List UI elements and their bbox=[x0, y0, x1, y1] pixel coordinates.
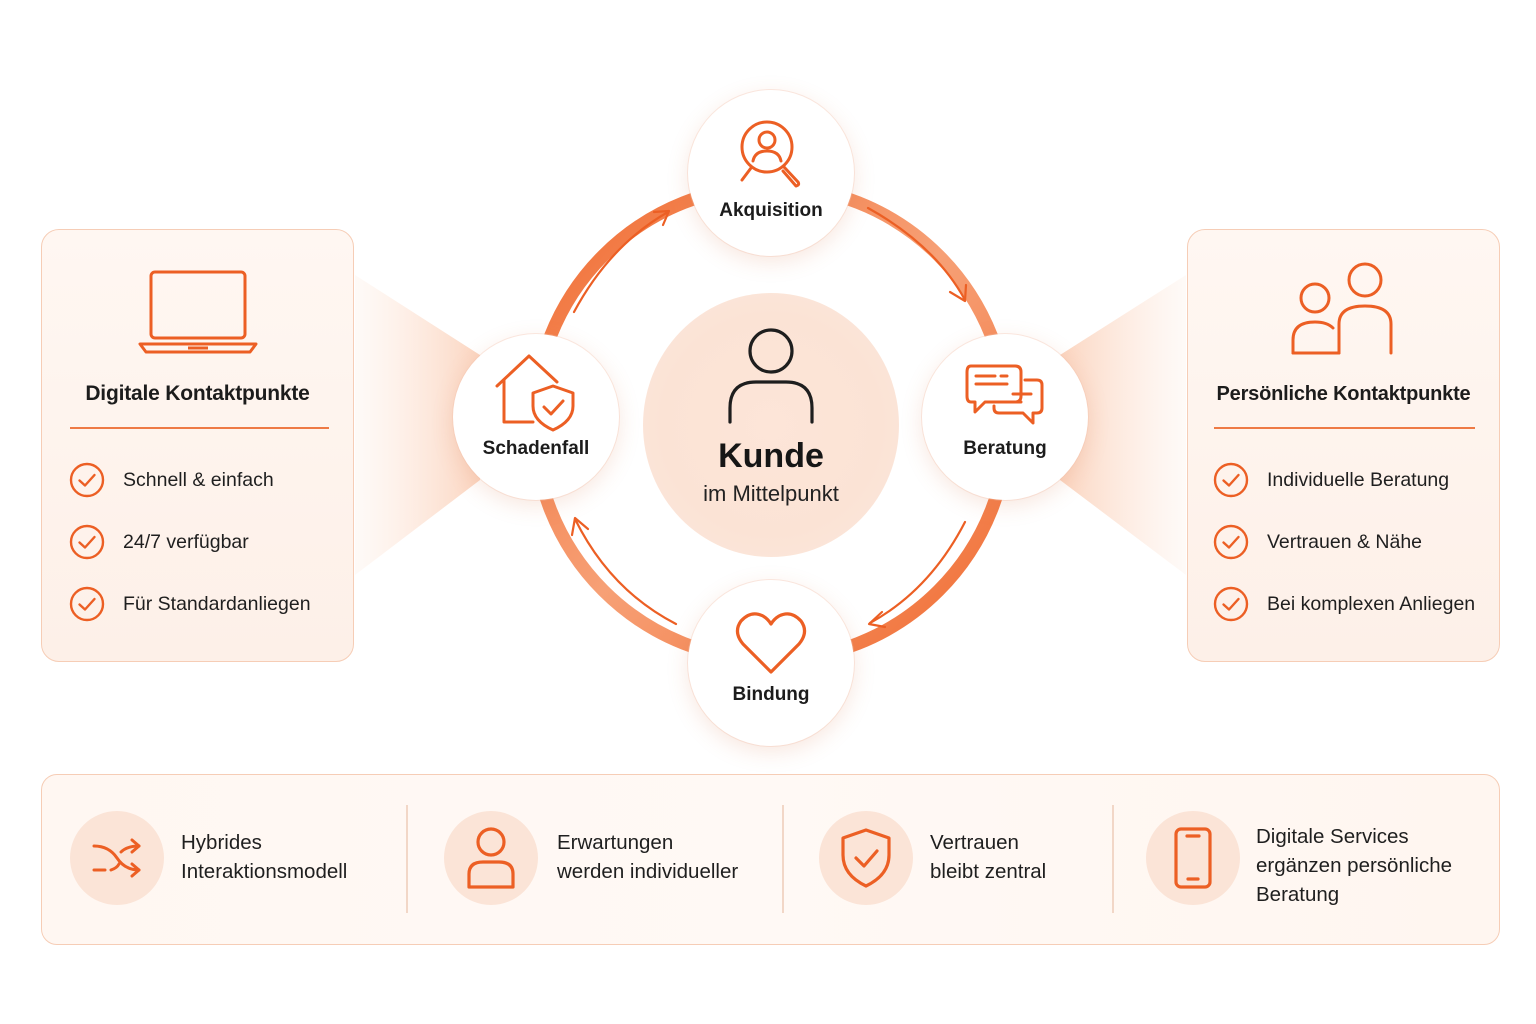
feature-digital-services: Digitale Services ergänzen persönliche B… bbox=[1113, 775, 1499, 946]
panel-title: Persönliche Kontaktpunkte bbox=[1216, 383, 1471, 405]
customer-center-circle bbox=[643, 293, 899, 557]
feature-hybrid: Hybrides Interaktionsmodell bbox=[42, 775, 407, 946]
panel-divider bbox=[70, 427, 329, 429]
feature-icon-circle bbox=[1146, 811, 1240, 905]
separator bbox=[1112, 805, 1114, 913]
check-circle-icon bbox=[69, 586, 105, 622]
list-item-label: Für Standardanliegen bbox=[123, 592, 311, 615]
list-item-label: Bei komplexen Anliegen bbox=[1267, 592, 1476, 615]
list-item: 24/7 verfügbar bbox=[69, 524, 249, 560]
list-item-label: Individuelle Beratung bbox=[1267, 468, 1450, 491]
feature-line: Erwartungen bbox=[557, 831, 674, 854]
feature-expectations: Erwartungen werden individueller bbox=[407, 775, 782, 946]
check-circle-icon bbox=[69, 524, 105, 560]
panel-title: Digitale Kontaktpunkte bbox=[85, 382, 310, 405]
feature-line: Beratung bbox=[1256, 883, 1340, 906]
node-label: Beratung bbox=[963, 438, 1047, 459]
check-circle-icon bbox=[1213, 462, 1249, 498]
feature-icon-circle bbox=[819, 811, 913, 905]
check-circle-icon bbox=[1213, 524, 1249, 560]
node-label: Bindung bbox=[732, 684, 810, 705]
feature-line: bleibt zentral bbox=[930, 860, 1047, 883]
list-item: Individuelle Beratung bbox=[1213, 462, 1449, 498]
feature-text: Hybrides Interaktionsmodell bbox=[181, 828, 347, 886]
arrow-akquisition-to-beratung bbox=[866, 206, 967, 302]
feature-text: Vertrauen bleibt zentral bbox=[930, 828, 1046, 886]
personal-touchpoints-panel: Persönliche Kontaktpunkte Individuelle B… bbox=[1187, 229, 1500, 662]
list-item-label: Vertrauen & Nähe bbox=[1267, 530, 1423, 553]
digital-touchpoints-panel: Digitale Kontaktpunkte Schnell & einfach… bbox=[41, 229, 354, 662]
node-label: Schadenfall bbox=[482, 438, 590, 459]
list-item: Bei komplexen Anliegen bbox=[1213, 586, 1475, 622]
node-beratung: Beratung bbox=[922, 334, 1088, 500]
node-bindung: Bindung bbox=[688, 580, 854, 746]
feature-line: ergänzen persönliche bbox=[1256, 854, 1453, 877]
node-akquisition: Akquisition bbox=[688, 90, 854, 256]
list-item-label: 24/7 verfügbar bbox=[123, 530, 249, 553]
arrow-schadenfall-to-akquisition bbox=[572, 210, 670, 314]
person-search-icon bbox=[740, 120, 801, 188]
people-icon bbox=[1291, 262, 1392, 355]
feature-trust: Vertrauen bleibt zentral bbox=[783, 775, 1113, 946]
feature-line: Interaktionsmodell bbox=[181, 860, 348, 883]
feature-text: Erwartungen werden individueller bbox=[557, 828, 738, 886]
summary-bar: Hybrides Interaktionsmodell Erwartungen … bbox=[41, 774, 1500, 945]
chat-bubbles-icon bbox=[965, 364, 1044, 425]
feature-line: Digitale Services bbox=[1256, 825, 1409, 848]
feature-icon-circle bbox=[444, 811, 538, 905]
list-item: Vertrauen & Nähe bbox=[1213, 524, 1422, 560]
center-subtitle: im Mittelpunkt bbox=[703, 481, 839, 506]
feature-line: Hybrides bbox=[181, 831, 262, 854]
arrow-bindung-to-schadenfall bbox=[573, 517, 678, 626]
smartphone-icon bbox=[1174, 827, 1212, 889]
list-item-label: Schnell & einfach bbox=[123, 468, 274, 491]
heart-icon bbox=[735, 612, 807, 674]
shield-check-icon bbox=[841, 828, 891, 888]
feature-line: Vertrauen bbox=[930, 831, 1019, 854]
node-schadenfall: Schadenfall bbox=[453, 334, 619, 500]
feature-line: werden individueller bbox=[557, 860, 739, 883]
person-icon bbox=[728, 328, 814, 424]
separator bbox=[782, 805, 784, 913]
feature-icon-circle bbox=[70, 811, 164, 905]
separator bbox=[406, 805, 408, 913]
house-shield-icon bbox=[495, 354, 575, 432]
laptop-icon bbox=[138, 270, 257, 354]
arrow-beratung-to-bindung bbox=[868, 520, 967, 625]
check-circle-icon bbox=[1213, 586, 1249, 622]
feature-text: Digitale Services ergänzen persönliche B… bbox=[1256, 822, 1452, 909]
center-title: Kunde bbox=[718, 437, 824, 475]
list-item: Für Standardanliegen bbox=[69, 586, 311, 622]
node-label: Akquisition bbox=[719, 200, 823, 221]
shuffle-icon bbox=[92, 838, 141, 878]
user-icon bbox=[467, 827, 515, 889]
list-item: Schnell & einfach bbox=[69, 462, 274, 498]
panel-divider bbox=[1214, 427, 1475, 429]
check-circle-icon bbox=[69, 462, 105, 498]
